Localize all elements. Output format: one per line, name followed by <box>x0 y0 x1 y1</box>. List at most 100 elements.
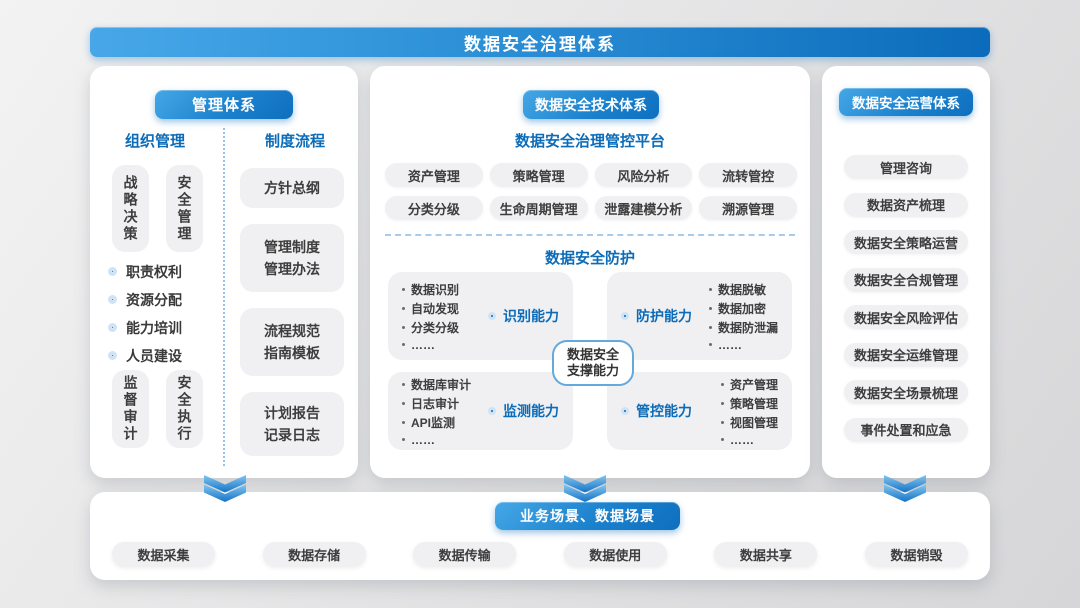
list-item: 数据识别 <box>402 281 459 298</box>
capability-box-identification: 数据识别 自动发现 分类分级 …… 识别能力 <box>388 272 573 360</box>
operations-item: 数据安全场景梳理 <box>844 380 968 404</box>
list-item: 数据加密 <box>708 300 778 317</box>
capability-item: API监测 <box>411 415 456 430</box>
process-box-line: 计划报告 <box>264 405 320 421</box>
vertical-dotted-divider <box>223 128 225 466</box>
process-box-line: 方针总纲 <box>264 180 320 196</box>
list-item: 分类分级 <box>402 319 459 336</box>
platform-chip: 风险分析 <box>594 163 693 187</box>
list-item: …… <box>720 433 778 447</box>
support-capability-pill: 数据安全 支撑能力 <box>552 340 634 386</box>
list-item: 自动发现 <box>402 300 459 317</box>
vertical-box-supervision-audit: 监督审计 <box>112 370 149 448</box>
process-box-workflow-templates: 流程规范 指南模板 <box>240 308 344 376</box>
capability-item: 策略管理 <box>729 396 778 411</box>
operations-item: 数据资产梳理 <box>844 192 968 217</box>
vertical-box-strategy-decision: 战略决策 <box>112 165 149 252</box>
capability-item: …… <box>411 337 435 352</box>
dot-icon <box>720 438 724 441</box>
dot-icon <box>708 306 712 310</box>
technology-system-panel: 数据安全技术体系 数据安全治理管控平台 资产管理 策略管理 风险分析 流转管控 … <box>370 66 810 478</box>
bullet-label: 人员建设 <box>126 347 182 364</box>
operations-item-list: 管理咨询 数据资产梳理 数据安全策略运营 数据安全合规管理 数据安全风险评估 数… <box>844 155 968 442</box>
capability-box-protection: 防护能力 数据脱敏 数据加密 数据防泄漏 …… <box>607 272 792 360</box>
capability-item-list: 数据识别 自动发现 分类分级 …… <box>402 281 459 352</box>
operations-item: 管理咨询 <box>844 155 968 179</box>
bullet-dot-icon <box>108 295 117 304</box>
vertical-box-security-management: 安全管理 <box>166 165 203 252</box>
platform-chip-grid: 资产管理 策略管理 风险分析 流转管控 分类分级 生命周期管理 泄露建模分析 溯… <box>385 163 797 220</box>
process-box-plan-report-logs: 计划报告 记录日志 <box>240 392 344 456</box>
operations-item: 数据安全策略运营 <box>844 230 968 254</box>
operations-item: 数据安全合规管理 <box>844 267 968 292</box>
capability-item-list: 数据库审计 日志审计 API监测 …… <box>402 376 471 447</box>
list-item: 能力培训 <box>108 318 220 337</box>
dot-icon <box>708 325 712 329</box>
capability-item: 数据脱敏 <box>717 282 766 297</box>
platform-chip: 资产管理 <box>385 163 483 187</box>
capability-item: 视图管理 <box>729 415 778 430</box>
capability-item: 数据识别 <box>411 282 460 297</box>
bullet-dot-icon <box>621 407 629 415</box>
capability-item: 资产管理 <box>729 377 778 392</box>
process-box-line: 管理制度 <box>264 239 320 255</box>
platform-chip: 策略管理 <box>489 163 588 187</box>
capability-item: 自动发现 <box>411 301 460 316</box>
double-chevron-down-icon <box>204 475 246 502</box>
list-item: API监测 <box>402 414 471 431</box>
capability-item: 数据加密 <box>717 301 766 316</box>
platform-chip: 溯源管理 <box>699 196 797 220</box>
bullet-dot-icon <box>488 407 496 415</box>
operations-system-panel: 数据安全运营体系 管理咨询 数据资产梳理 数据安全策略运营 数据安全合规管理 数… <box>822 66 990 478</box>
platform-title: 数据安全治理管控平台 <box>514 133 665 150</box>
bullet-label: 职责权利 <box>126 263 182 280</box>
dot-icon <box>402 382 405 386</box>
capability-item: 数据防泄漏 <box>717 320 778 335</box>
process-heading: 制度流程 <box>264 133 325 150</box>
dot-icon <box>720 420 724 424</box>
technology-system-header: 数据安全技术体系 <box>523 90 659 119</box>
dot-icon <box>720 382 724 386</box>
dot-icon <box>402 325 405 329</box>
process-box-policy-outline: 方针总纲 <box>240 168 344 208</box>
double-chevron-down-icon <box>884 475 926 502</box>
operations-item: 数据安全风险评估 <box>844 305 968 329</box>
platform-chip: 分类分级 <box>385 196 483 220</box>
capability-item-list: 资产管理 策略管理 视图管理 …… <box>720 376 778 447</box>
main-title-text: 数据安全治理体系 <box>464 34 616 54</box>
capability-label-text: 监测能力 <box>503 403 559 419</box>
bullet-dot-icon <box>108 323 117 332</box>
list-item: …… <box>402 338 459 352</box>
capability-label-protection: 防护能力 <box>621 306 692 326</box>
dot-icon <box>720 401 724 405</box>
org-management-heading: 组织管理 <box>124 133 185 150</box>
capability-item: …… <box>411 432 435 447</box>
operations-item: 事件处置和应急 <box>844 417 968 442</box>
org-bullet-list: 职责权利 资源分配 能力培训 人员建设 <box>108 262 220 365</box>
capability-item: 数据库审计 <box>411 377 472 392</box>
operations-system-header-label: 数据安全运营体系 <box>852 96 960 111</box>
list-item: 日志审计 <box>402 395 471 412</box>
operations-system-header: 数据安全运营体系 <box>839 88 973 116</box>
capability-label-text: 识别能力 <box>503 308 559 324</box>
list-item: 资产管理 <box>720 376 778 393</box>
support-pill-line: 数据安全 <box>566 347 619 362</box>
scenario-row: 数据采集 数据存储 数据传输 数据使用 数据共享 数据销毁 <box>112 542 968 566</box>
list-item: 数据脱敏 <box>708 281 778 298</box>
dot-icon <box>402 438 405 441</box>
scenario-chip: 数据存储 <box>262 542 366 566</box>
bullet-label: 能力培训 <box>126 319 182 336</box>
bullet-label: 资源分配 <box>126 291 182 308</box>
list-item: 人员建设 <box>108 346 220 365</box>
list-item: 策略管理 <box>720 395 778 412</box>
list-item: …… <box>402 433 471 447</box>
process-box-line: 管理办法 <box>264 261 320 277</box>
bullet-dot-icon <box>108 267 117 276</box>
process-box-line: 指南模板 <box>264 345 320 361</box>
process-box-line: 记录日志 <box>264 427 320 443</box>
capability-label-identification: 识别能力 <box>488 306 559 326</box>
capability-item-list: 数据脱敏 数据加密 数据防泄漏 …… <box>708 281 778 352</box>
scenario-chip: 数据销毁 <box>864 542 968 566</box>
capability-item: 分类分级 <box>411 320 460 335</box>
